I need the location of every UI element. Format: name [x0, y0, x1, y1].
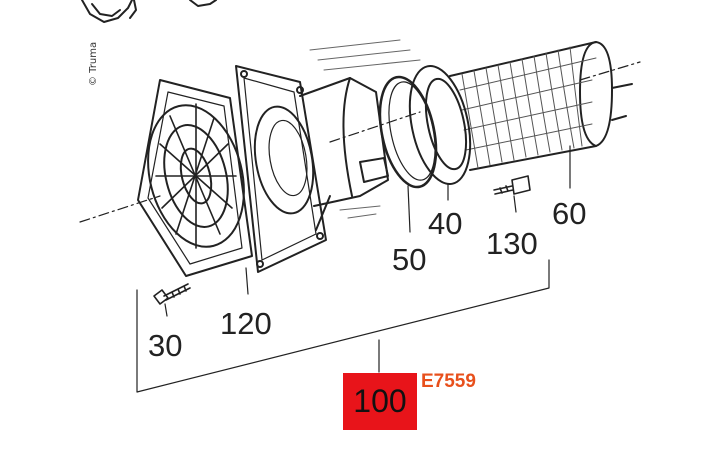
leader-lines [136, 145, 571, 393]
ducting-hose [449, 41, 633, 171]
screw-130 [493, 175, 531, 195]
upper-fragment-drawing [81, 0, 217, 23]
center-axis-line [79, 61, 641, 223]
callout-130: 130 [486, 226, 538, 261]
callout-40: 40 [428, 206, 463, 241]
callout-30: 30 [148, 328, 183, 363]
connector-housing [299, 39, 421, 231]
flange-plate [235, 65, 327, 273]
screw-30 [153, 283, 191, 305]
kit-box-fill [343, 373, 417, 430]
callout-120: 120 [220, 306, 272, 341]
sealing-ring [408, 65, 472, 185]
callout-50: 50 [392, 242, 427, 277]
grille-cover [137, 79, 253, 277]
kit-part-number: 100 [353, 383, 407, 419]
kit-code-label: E7559 [421, 371, 476, 392]
callout-60: 60 [552, 196, 587, 231]
copyright-notice: © Truma [88, 41, 99, 86]
